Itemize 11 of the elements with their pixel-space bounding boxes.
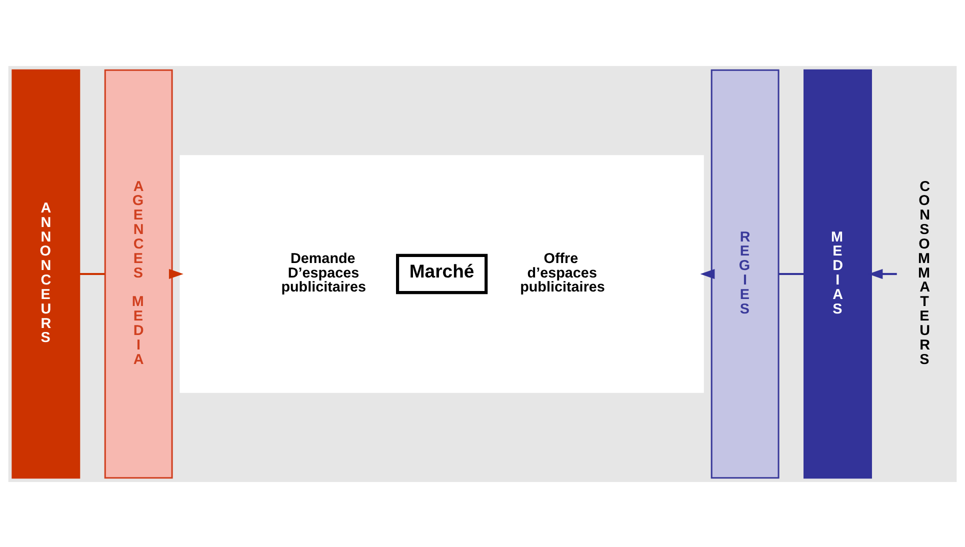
node-box: MEDIAS bbox=[804, 68, 872, 478]
node-text: Offre d’espaces publicitaires bbox=[520, 250, 605, 296]
node-text: CONSOMMATEURS bbox=[918, 178, 930, 368]
connector bbox=[80, 272, 105, 275]
cluster bbox=[180, 154, 704, 392]
node-box: Marché bbox=[396, 253, 488, 294]
connector bbox=[778, 272, 804, 275]
node-box: ANNONCEURS bbox=[12, 68, 80, 478]
arrow bbox=[168, 268, 184, 279]
arrow bbox=[700, 268, 715, 279]
node-text: Demande D’espaces publicitaires bbox=[281, 250, 366, 296]
